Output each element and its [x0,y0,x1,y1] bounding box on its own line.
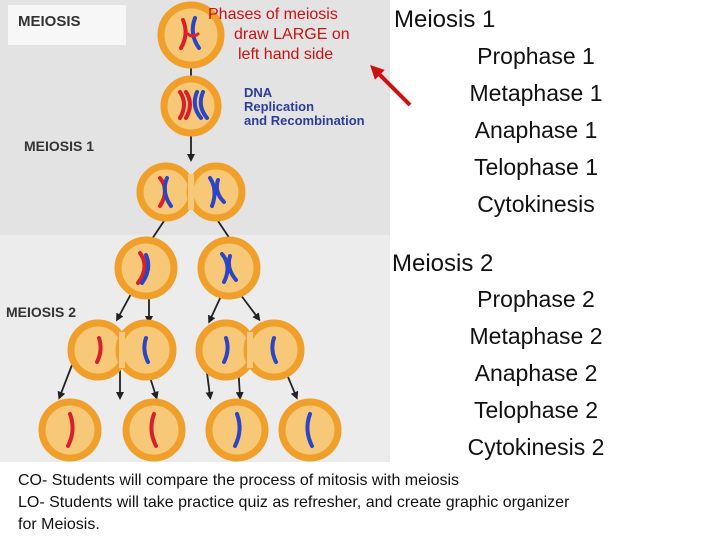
meiosis-2-heading: Meiosis 2 [392,250,494,277]
phase-item: Anaphase 1 [474,117,598,143]
meiosis-1-phase-list: Prophase 1 Metaphase 1 Anaphase 1 Teloph… [386,38,686,223]
slide-title: MEIOSIS [18,13,81,30]
lesson-objectives: CO- Students will compare the process of… [18,470,569,536]
phase-item: Prophase 2 [477,286,595,312]
dna-label-line: DNA [244,85,273,100]
phase-item: Anaphase 2 [474,360,598,386]
gamete-cell [38,398,102,462]
gamete-cell [205,398,269,462]
meiosis-1-heading: Meiosis 1 [394,6,496,33]
arrow-split-right [239,293,261,322]
phase-item: Prophase 1 [477,43,595,69]
arrow-down [57,364,73,400]
phases-note: Phases of meiosis draw LARGE on left han… [208,5,388,65]
dna-replication-label: DNA Replication and Recombination [244,86,365,128]
gamete-cell [278,398,342,462]
meiosis-1-label: MEIOSIS 1 [24,138,95,154]
cell-daughter-1 [114,236,178,300]
cell-replicated [160,75,222,137]
phase-item: Metaphase 2 [469,323,603,349]
arrow-split-left [208,293,223,324]
gamete-cell [122,398,186,462]
content-objective: CO- Students will compare the process of… [18,472,460,489]
red-pointer-arrow [370,65,412,107]
cell-daughter-2 [197,236,261,300]
cell-interphase [157,1,225,69]
phase-item: Telophase 2 [473,397,599,423]
arrow-split-left [116,293,132,322]
phase-item: Metaphase 1 [469,80,603,106]
meiosis-2-label: MEIOSIS 2 [6,304,77,320]
note-line: left hand side [238,46,334,63]
cell-dividing-meiosis-2-left [67,319,177,381]
slide-title-box [8,5,126,45]
phase-item: Cytokinesis [477,191,595,217]
phase-item: Telophase 1 [473,154,599,180]
dna-label-line: Replication [244,99,315,114]
dna-label-line: and Recombination [244,113,365,128]
learning-objective-line-2: for Meiosis. [18,516,100,533]
cell-dividing-meiosis-2-right [195,319,305,381]
phase-item: Cytokinesis 2 [467,434,605,460]
note-line: Phases of meiosis [208,6,338,23]
meiosis-2-phase-list: Prophase 2 Metaphase 2 Anaphase 2 Teloph… [386,281,686,466]
learning-objective-line-1: LO- Students will take practice quiz as … [18,494,570,511]
note-line: draw LARGE on [234,26,350,43]
cell-dividing-meiosis-1 [136,162,246,222]
